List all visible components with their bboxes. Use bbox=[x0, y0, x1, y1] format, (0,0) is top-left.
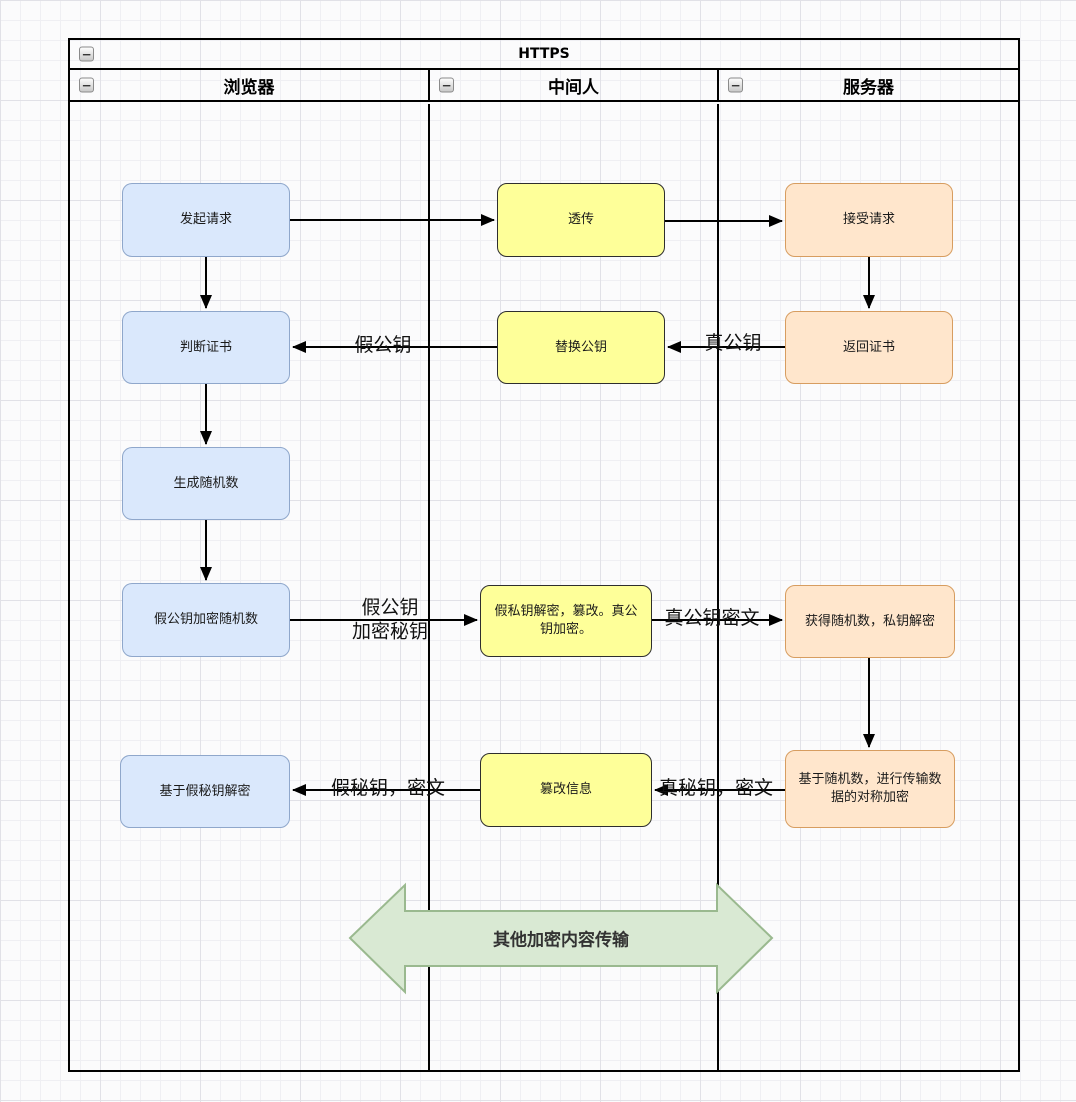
node-label: 生成随机数 bbox=[173, 475, 239, 491]
node-label: 替换公钥 bbox=[554, 339, 607, 355]
node-fake-private-decrypt[interactable]: 假私钥解密，篡改。真公钥加密。 bbox=[480, 585, 652, 657]
edge-label-real-key-ciphertext: 真公钥密文 bbox=[664, 607, 760, 630]
lane-title: 服务器 bbox=[843, 77, 894, 98]
node-label: 返回证书 bbox=[842, 339, 895, 355]
lane-header-server[interactable]: − 服务器 bbox=[719, 70, 1018, 102]
edge-label-fake-key-encrypt-secret: 假公钥 加密秘钥 bbox=[352, 596, 428, 644]
edge-label-fake-secret-ciphertext: 假秘钥，密文 bbox=[330, 777, 446, 800]
pool-title-row[interactable]: − HTTPS bbox=[70, 40, 1018, 70]
lane-title: 中间人 bbox=[548, 77, 599, 98]
node-replace-public-key[interactable]: 替换公钥 bbox=[497, 311, 665, 384]
node-label: 获得随机数，私钥解密 bbox=[804, 613, 935, 629]
node-label: 假私钥解密，篡改。真公钥加密。 bbox=[494, 604, 638, 637]
node-accept-request[interactable]: 接受请求 bbox=[785, 183, 953, 257]
node-generate-random[interactable]: 生成随机数 bbox=[122, 447, 290, 520]
node-passthrough[interactable]: 透传 bbox=[497, 183, 665, 257]
edge-label-line: 假公钥 bbox=[361, 596, 419, 619]
node-get-random-private-decrypt[interactable]: 获得随机数，私钥解密 bbox=[785, 585, 955, 658]
banner-label: 其他加密内容传输 bbox=[493, 930, 629, 951]
node-symmetric-encrypt[interactable]: 基于随机数，进行传输数据的对称加密 bbox=[785, 750, 955, 828]
node-return-certificate[interactable]: 返回证书 bbox=[785, 311, 953, 384]
edge-label-fake-public-key: 假公钥 bbox=[354, 334, 412, 357]
node-label: 发起请求 bbox=[179, 212, 232, 228]
collapse-icon[interactable]: − bbox=[728, 77, 743, 93]
lane-body-browser bbox=[70, 104, 430, 1070]
lane-body-mitm bbox=[430, 104, 719, 1070]
node-fake-key-encrypt-random[interactable]: 假公钥加密随机数 bbox=[122, 583, 290, 657]
node-initiate-request[interactable]: 发起请求 bbox=[122, 183, 290, 257]
lane-header-row: − 浏览器 − 中间人 − 服务器 bbox=[70, 70, 1018, 104]
collapse-icon[interactable]: − bbox=[79, 77, 94, 93]
pool-title: HTTPS bbox=[518, 46, 570, 62]
node-label: 接受请求 bbox=[842, 212, 895, 228]
node-label: 基于随机数，进行传输数据的对称加密 bbox=[798, 772, 942, 805]
node-label: 判断证书 bbox=[179, 339, 232, 355]
edge-label-real-public-key: 真公钥 bbox=[704, 332, 762, 355]
node-judge-certificate[interactable]: 判断证书 bbox=[122, 311, 290, 384]
node-label: 基于假秘钥解密 bbox=[159, 783, 251, 799]
pool-https: − HTTPS − 浏览器 − 中间人 − 服务器 bbox=[68, 38, 1020, 1072]
lane-bodies bbox=[70, 104, 1018, 1070]
node-decrypt-with-fake-secret[interactable]: 基于假秘钥解密 bbox=[120, 755, 290, 828]
edge-label-line: 加密秘钥 bbox=[351, 620, 429, 642]
collapse-icon[interactable]: − bbox=[439, 77, 454, 93]
lane-title: 浏览器 bbox=[223, 77, 275, 98]
node-label: 假公钥加密随机数 bbox=[153, 612, 258, 628]
lane-header-browser[interactable]: − 浏览器 bbox=[70, 70, 430, 102]
edge-label-real-secret-ciphertext: 真秘钥，密文 bbox=[658, 777, 774, 800]
node-label: 篡改信息 bbox=[539, 782, 592, 798]
collapse-icon[interactable]: − bbox=[79, 46, 94, 62]
lane-header-mitm[interactable]: − 中间人 bbox=[430, 70, 719, 102]
node-tamper-message[interactable]: 篡改信息 bbox=[480, 753, 652, 827]
node-label: 透传 bbox=[567, 212, 594, 228]
banner-double-arrow[interactable] bbox=[348, 882, 774, 995]
